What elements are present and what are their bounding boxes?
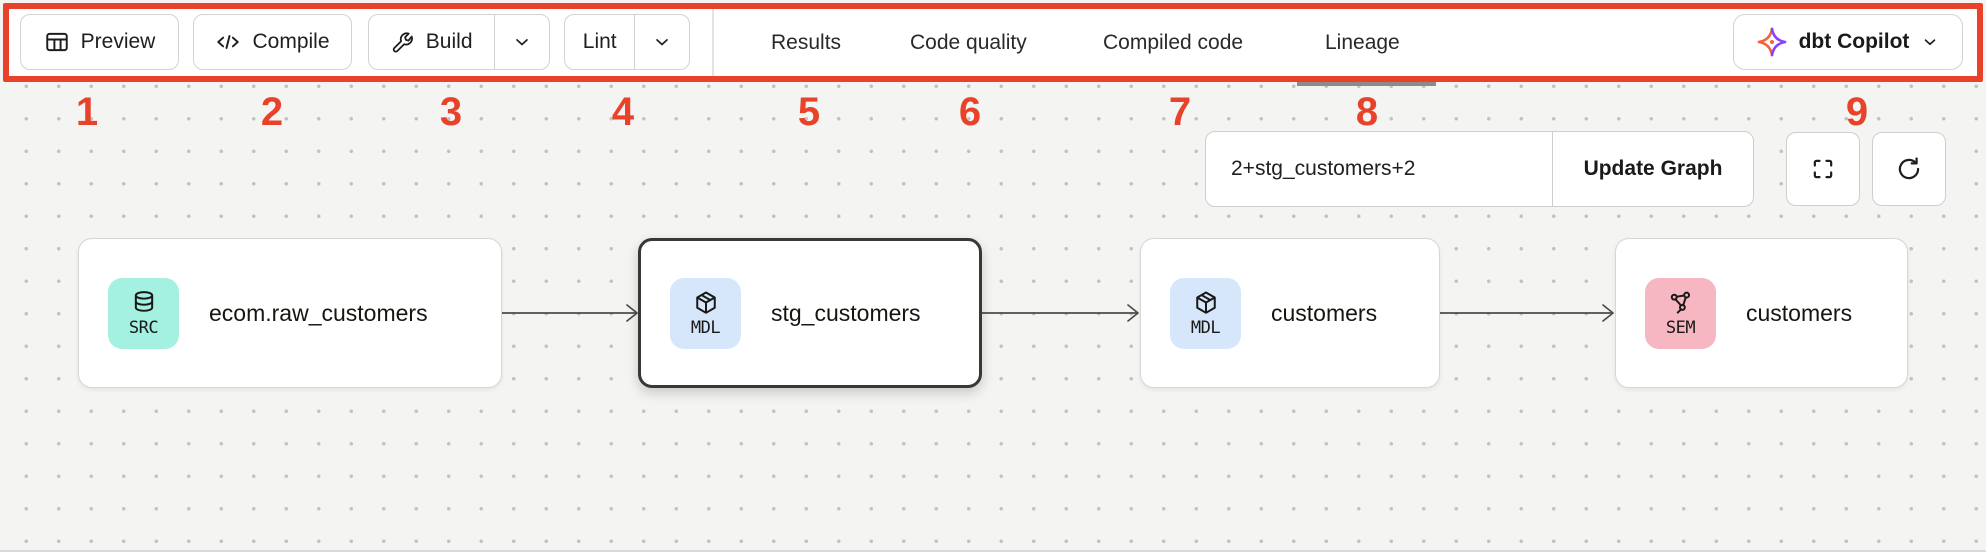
chevron-down-icon [1925, 39, 1936, 46]
console-toolbar: Preview Compile Build Lint Results [3, 3, 1983, 82]
model-badge-label: MDL [690, 317, 721, 338]
semantic-badge: SEM [1645, 277, 1716, 349]
model-badge: MDL [670, 277, 741, 349]
compile-button-label: Compile [252, 30, 330, 53]
annotation-number-2: 2 [260, 90, 284, 134]
lineage-node-customers-semantic[interactable]: SEM customers [1615, 238, 1908, 388]
refresh-button[interactable] [1872, 132, 1946, 206]
tab-code-quality[interactable]: Code quality [910, 9, 1027, 76]
code-icon [217, 35, 240, 49]
cube-icon [695, 291, 716, 314]
tab-compiled-code[interactable]: Compiled code [1103, 9, 1243, 76]
annotation-number-4: 4 [611, 90, 635, 134]
annotation-number-7: 7 [1168, 90, 1192, 134]
chevron-down-icon [516, 39, 528, 46]
bottom-edge-line [0, 550, 1986, 552]
annotation-number-9: 9 [1845, 90, 1869, 134]
node-label: customers [1746, 299, 1853, 326]
lineage-node-customers-model[interactable]: MDL customers [1140, 238, 1440, 388]
table-icon [45, 32, 68, 52]
semantic-model-icon [1670, 291, 1690, 314]
selector-input[interactable]: 2+stg_customers+2 [1231, 157, 1416, 180]
lint-button-label: Lint [582, 30, 617, 53]
lint-button[interactable]: Lint [565, 15, 634, 69]
node-label: ecom.raw_customers [209, 299, 428, 326]
wrench-icon [392, 32, 413, 53]
fullscreen-icon [1813, 159, 1833, 179]
compile-button[interactable]: Compile [193, 14, 352, 70]
preview-button[interactable]: Preview [20, 14, 179, 70]
fullscreen-button[interactable] [1786, 132, 1860, 206]
cube-icon [1195, 291, 1216, 314]
active-tab-indicator [1297, 82, 1436, 86]
tab-compiled-code-label: Compiled code [1103, 30, 1244, 54]
semantic-badge-label: SEM [1665, 317, 1696, 338]
lint-dropdown-button[interactable] [634, 15, 689, 69]
node-label: stg_customers [771, 299, 921, 326]
build-button-label: Build [425, 30, 473, 53]
toolbar-divider [712, 9, 714, 76]
lineage-node-stg-customers[interactable]: MDL stg_customers [638, 238, 982, 388]
model-badge-label: MDL [1190, 317, 1221, 338]
annotation-number-1: 1 [75, 90, 99, 134]
annotation-number-5: 5 [797, 90, 821, 134]
build-split-button: Build [368, 14, 550, 70]
update-graph-button[interactable]: Update Graph [1552, 132, 1753, 206]
annotation-number-6: 6 [958, 90, 982, 134]
tab-code-quality-label: Code quality [910, 30, 1027, 54]
tab-results[interactable]: Results [771, 9, 841, 76]
dbt-copilot-label: dbt Copilot [1798, 30, 1910, 53]
lineage-selector: 2+stg_customers+2 Update Graph [1205, 131, 1754, 207]
chevron-down-icon [656, 39, 669, 46]
tab-results-label: Results [771, 30, 842, 54]
build-button[interactable]: Build [369, 15, 494, 69]
lint-split-button: Lint [564, 14, 690, 70]
dbt-copilot-icon [1757, 27, 1786, 57]
source-badge: SRC [108, 277, 179, 349]
tab-lineage[interactable]: Lineage [1325, 9, 1400, 76]
node-label: customers [1271, 299, 1378, 326]
source-badge-label: SRC [128, 317, 159, 338]
preview-button-label: Preview [80, 30, 156, 53]
annotation-number-8: 8 [1355, 90, 1379, 134]
build-dropdown-button[interactable] [494, 15, 549, 69]
database-icon [134, 290, 153, 312]
tab-lineage-label: Lineage [1325, 30, 1400, 54]
lineage-node-source[interactable]: SRC ecom.raw_customers [78, 238, 502, 388]
dbt-copilot-button[interactable]: dbt Copilot [1733, 14, 1963, 70]
refresh-icon [1898, 157, 1920, 180]
annotation-number-3: 3 [439, 90, 463, 134]
model-badge: MDL [1170, 277, 1241, 349]
